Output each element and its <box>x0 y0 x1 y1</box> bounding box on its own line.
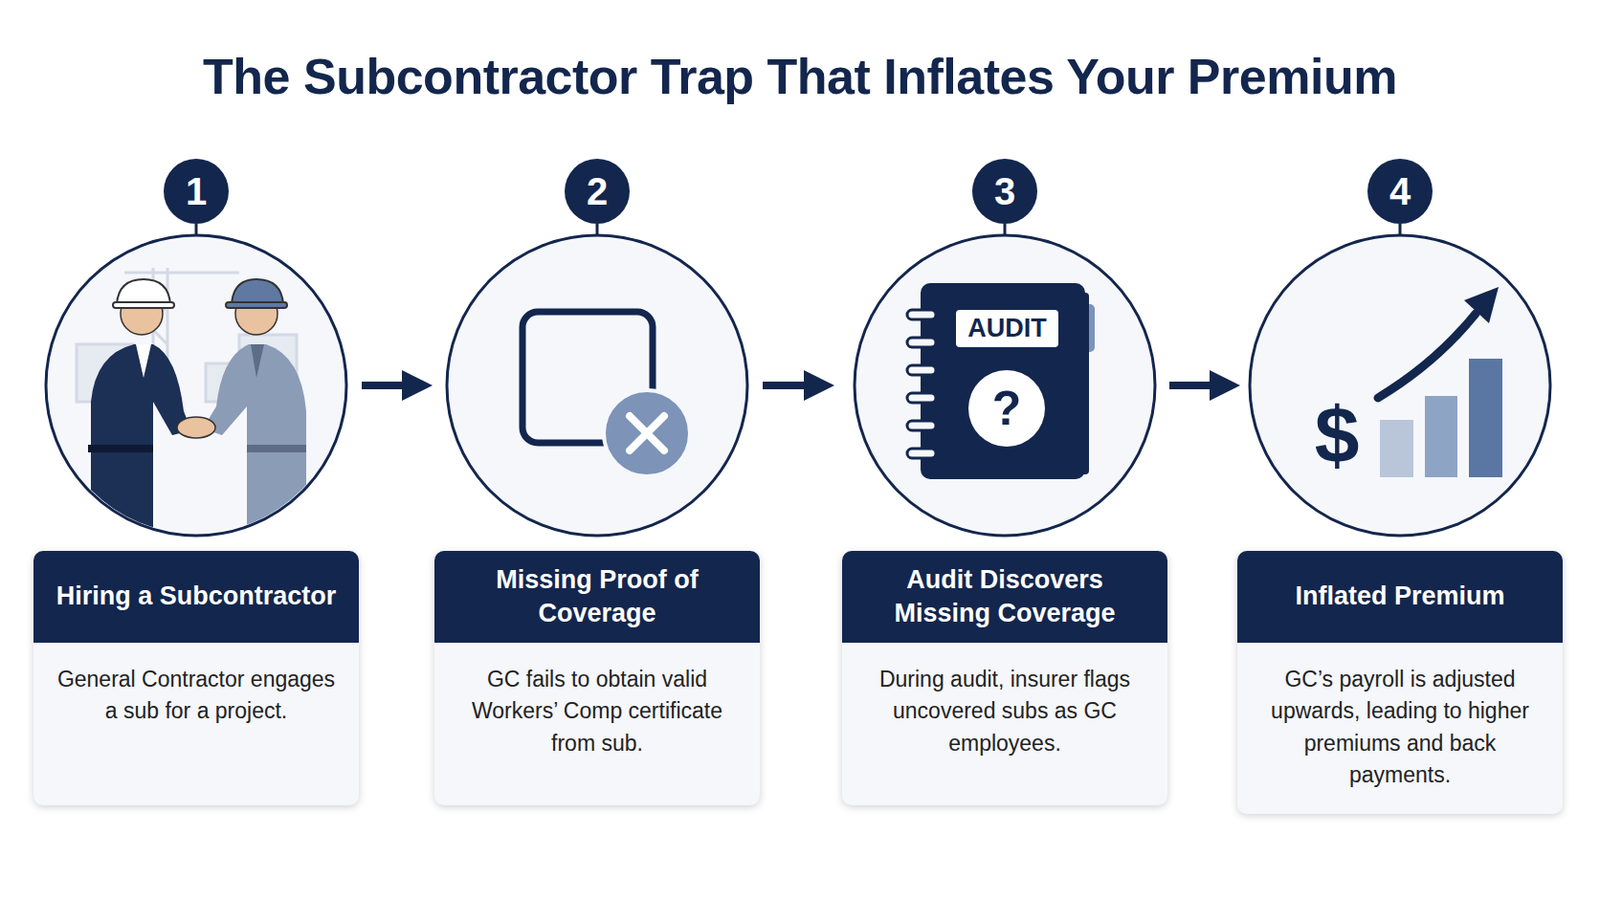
rising-premium-icon <box>1377 287 1503 478</box>
card-description: GC’s payroll is adjusted upwards, leadin… <box>1237 643 1563 815</box>
question-mark: ? <box>968 370 1045 447</box>
step-number-badge: 3 <box>972 158 1038 224</box>
card-description: General Contractor engages a sub for a p… <box>33 643 359 806</box>
audit-label: AUDIT <box>955 310 1059 348</box>
card-heading: Inflated Premium <box>1237 551 1563 644</box>
card-heading: Hiring a Subcontractor <box>33 551 359 644</box>
step-number-badge: 4 <box>1367 158 1433 224</box>
step-number: 2 <box>586 170 608 214</box>
step-card: Inflated PremiumGC’s payroll is adjusted… <box>1237 551 1563 815</box>
step-number-badge: 2 <box>564 158 630 224</box>
step-number: 4 <box>1389 170 1411 214</box>
card-description: GC fails to obtain valid Workers’ Comp c… <box>434 643 760 806</box>
card-heading: Audit Discovers Missing Coverage <box>842 551 1168 644</box>
audit-notebook-icon <box>907 283 1095 480</box>
dollar-sign: $ <box>1301 387 1373 484</box>
card-heading: Missing Proof of Coverage <box>434 551 760 644</box>
step-card: Audit Discovers Missing CoverageDuring a… <box>842 551 1168 806</box>
step-circles <box>45 235 1551 536</box>
step-card: Hiring a SubcontractorGeneral Contractor… <box>33 551 359 806</box>
step-number-badge: 1 <box>163 158 229 224</box>
step-card: Missing Proof of CoverageGC fails to obt… <box>434 551 760 806</box>
missing-certificate-icon <box>522 311 690 477</box>
diagram-title: The Subcontractor Trap That Inflates You… <box>0 47 1600 106</box>
badge-stems <box>196 223 1400 236</box>
step-number: 1 <box>185 170 207 214</box>
step-number: 3 <box>994 170 1016 214</box>
handshake-illustration <box>76 267 307 536</box>
flow-arrows <box>361 381 1225 390</box>
card-description: During audit, insurer flags uncovered su… <box>842 643 1168 806</box>
